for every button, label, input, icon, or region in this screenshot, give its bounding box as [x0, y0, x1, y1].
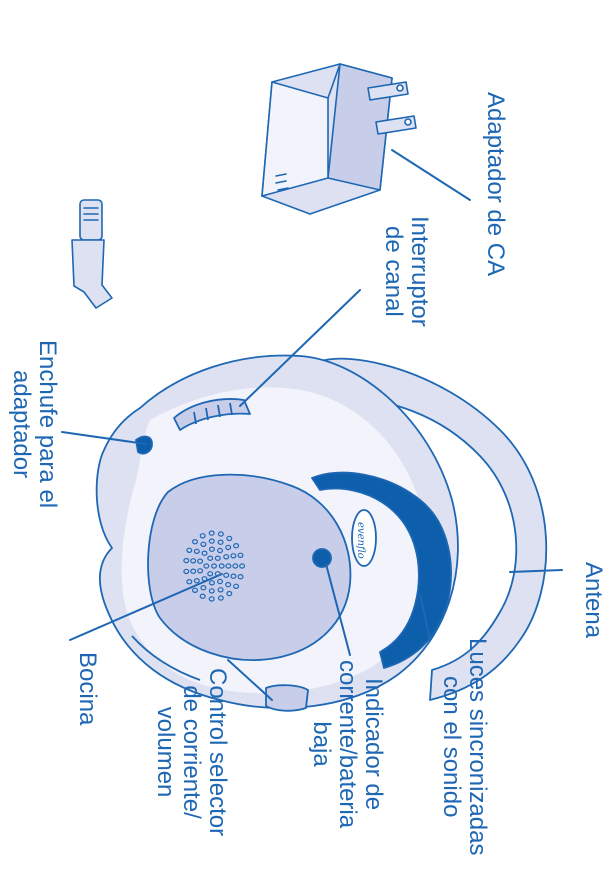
label-adapter-jack-line2: adaptador [8, 340, 34, 508]
label-adapter-jack-line1: Enchufe para el [34, 340, 60, 508]
label-power-volume: Control selector de corriente/ volumen [152, 668, 230, 836]
adapter-jack [136, 437, 152, 454]
label-adapter-jack: Enchufe para el adaptador [8, 340, 60, 508]
label-speaker-line1: Bocina [74, 652, 100, 725]
label-channel-switch: Interruptor de canal [380, 216, 432, 327]
logo-text: evenflo [355, 522, 366, 559]
label-sound-lights-line1: Luces sincronizadas [464, 638, 490, 855]
label-speaker: Bocina [74, 652, 100, 725]
label-power-volume-line3: volumen [152, 668, 178, 836]
evenflo-logo: evenflo [352, 510, 376, 566]
adapter-plug-jack [72, 200, 112, 308]
adapter-cord [98, 10, 278, 279]
leader-adapter [392, 150, 470, 200]
low-battery-led [313, 549, 331, 567]
label-low-battery-line2: corrente/bateria [334, 660, 360, 828]
adapter-block [262, 64, 416, 214]
ac-adapter [72, 10, 416, 308]
power-volume-knob[interactable] [266, 685, 308, 711]
label-ac-adapter-line1: Adaptador de CA [482, 92, 508, 276]
label-antenna: Antena [580, 562, 606, 638]
label-low-battery-line3: baja [308, 660, 334, 828]
label-low-battery: Indicador de corrente/bateria baja [308, 660, 386, 828]
label-sound-lights-line2: con el sonido [438, 638, 464, 855]
label-sound-lights: Luces sincronizadas con el sonido [438, 638, 490, 855]
label-channel-switch-line2: de canal [380, 216, 406, 327]
label-antenna-line1: Antena [580, 562, 606, 638]
label-power-volume-line2: de corriente/ [178, 668, 204, 836]
label-channel-switch-line1: Interruptor [406, 216, 432, 327]
label-ac-adapter: Adaptador de CA [482, 92, 508, 276]
label-power-volume-line1: Control selector [204, 668, 230, 836]
label-low-battery-line1: Indicador de [360, 660, 386, 828]
